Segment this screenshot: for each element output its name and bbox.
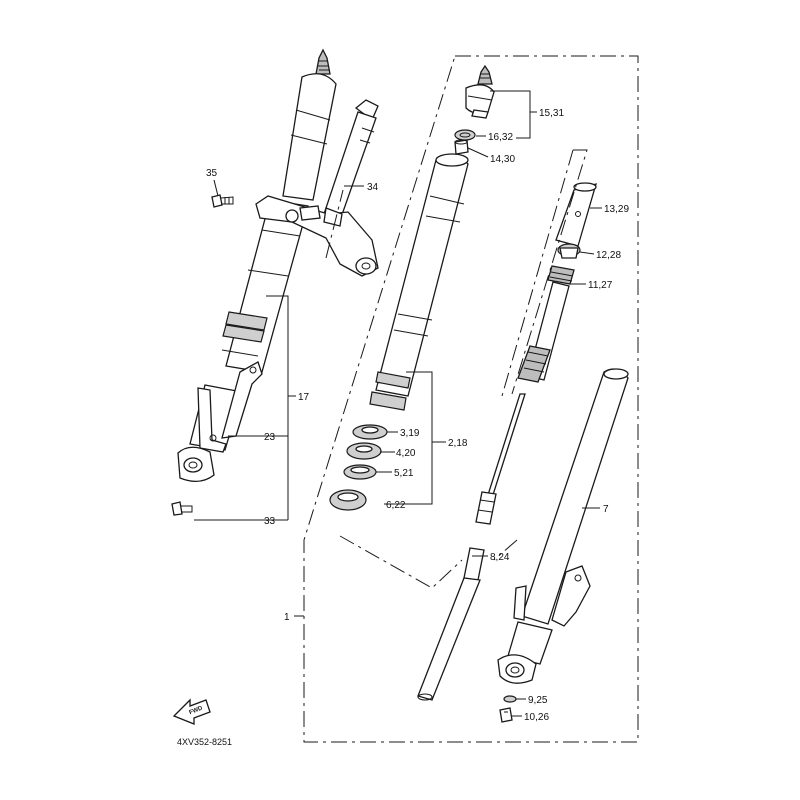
callout-9-25: 9,25 — [528, 695, 548, 706]
callout-23: 23 — [264, 432, 276, 443]
callout-11-27: 11,27 — [588, 280, 613, 291]
callout-15-31: 15,31 — [539, 108, 564, 119]
callout-14-30: 14,30 — [490, 154, 515, 165]
callout-13-29: 13,29 — [604, 204, 629, 215]
callout-7: 7 — [603, 504, 609, 515]
callout-8-24: 8,24 — [490, 552, 510, 563]
callout-5-21: 5,21 — [394, 468, 414, 479]
callout-4-20: 4,20 — [396, 448, 416, 459]
drawing-code: 4XV352-8251 — [177, 737, 232, 747]
clip-5-21 — [343, 464, 377, 480]
dust-seal-6-22 — [329, 489, 367, 511]
o-ring-16-32 — [454, 129, 476, 141]
callout-33: 33 — [264, 516, 276, 527]
assembled-fork-leg — [177, 48, 337, 482]
outer-tube-7 — [497, 368, 629, 684]
leader-lines — [194, 90, 602, 717]
callout-2-18: 2,18 — [448, 438, 468, 449]
bolt-10-26 — [499, 707, 513, 723]
callout-34: 34 — [367, 182, 379, 193]
collar-13-29 — [555, 182, 597, 247]
callout-labels: 15,31 16,32 14,30 13,29 12,28 11,27 34 3… — [206, 108, 629, 723]
assembly-boundary — [303, 55, 639, 743]
callout-35: 35 — [206, 168, 218, 179]
bolt-35 — [211, 194, 234, 208]
callout-1: 1 — [284, 612, 290, 623]
fwd-label: FWD — [189, 705, 205, 716]
spring-seat-12-28 — [557, 243, 581, 259]
callout-16-32: 16,32 — [488, 132, 513, 143]
spring-11-27 — [517, 265, 575, 383]
inner-tube-2-18 — [369, 153, 469, 411]
cap-bolt-15-31 — [465, 64, 495, 119]
washer-9-25 — [503, 695, 517, 703]
callout-10-26: 10,26 — [524, 712, 549, 723]
bracket-34 — [255, 99, 379, 277]
seal-4-20 — [346, 442, 382, 460]
callout-12-28: 12,28 — [596, 250, 621, 261]
fwd-arrow-icon: FWD — [172, 698, 211, 725]
washer-3-19 — [352, 424, 388, 440]
callout-17: 17 — [298, 392, 310, 403]
bolt-33 — [171, 501, 193, 516]
callout-6-22: 6,22 — [386, 500, 406, 511]
nut-14-30 — [454, 139, 469, 155]
callout-3-19: 3,19 — [400, 428, 420, 439]
